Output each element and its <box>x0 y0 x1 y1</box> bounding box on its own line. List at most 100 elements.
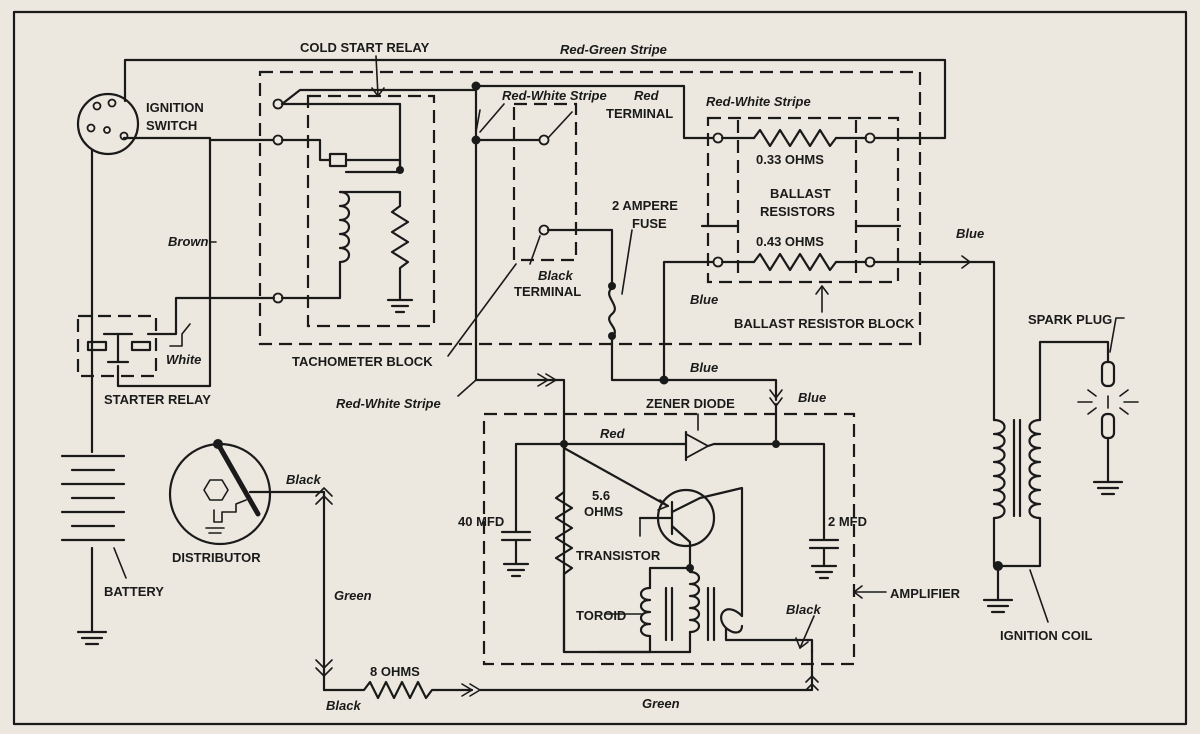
fuse-element <box>608 286 616 340</box>
cold-start-relay <box>272 88 478 314</box>
green-vertical-label: Green <box>334 588 372 603</box>
red-white-pointer-2 <box>475 109 481 133</box>
red-label: Red <box>634 88 660 103</box>
ballast-resistors <box>700 120 902 280</box>
amplifier-circuit <box>500 402 840 654</box>
eight-ohm-resistor <box>322 680 474 700</box>
ballast-block-arrow <box>815 285 829 295</box>
fuse-dot-top <box>608 282 616 290</box>
spark-plug-label: SPARK PLUG <box>1028 312 1112 327</box>
white-label: White <box>166 352 201 367</box>
red-terminal-label: TERMINAL <box>606 106 673 121</box>
fuse-label-pointer <box>621 229 633 295</box>
ignition-coil <box>982 340 1110 623</box>
ohms-043-label: 0.43 OHMS <box>756 234 824 249</box>
cold-start-relay-pointer <box>375 55 379 97</box>
black-amp-label: Black <box>786 602 821 617</box>
connector-chevron-12 <box>805 683 819 691</box>
amplifier-arrow <box>853 585 863 599</box>
fuse-label-1: 2 AMPERE <box>612 198 678 213</box>
battery-label: BATTERY <box>104 584 164 599</box>
transistor-label: TRANSISTOR <box>576 548 661 563</box>
fuse-label-2: FUSE <box>632 216 667 231</box>
tachometer-block-outline <box>258 70 922 346</box>
brown-wire <box>116 136 212 388</box>
mfd-2-label: 2 MFD <box>828 514 867 529</box>
starter-relay-label: STARTER RELAY <box>104 392 211 407</box>
distributor-label: DISTRIBUTOR <box>172 550 261 565</box>
connector-chevron-11 <box>805 675 819 683</box>
connector-chevron-8 <box>315 667 333 677</box>
distributor <box>168 439 326 546</box>
red-green-stripe-label: Red-Green Stripe <box>560 42 667 57</box>
cold-start-relay-outline <box>306 94 436 328</box>
ohms-56-label-2: OHMS <box>584 504 623 519</box>
zener-diode-label: ZENER DIODE <box>646 396 735 411</box>
diagram-frame <box>12 10 1188 726</box>
blue-coil-wire <box>872 260 996 422</box>
ignition-switch-label-1: IGNITION <box>146 100 204 115</box>
connector-chevron-5 <box>315 487 333 497</box>
red-white-stripe-3-pointer <box>457 379 477 397</box>
red-white-stripe-label-1: Red-White Stripe <box>502 88 607 103</box>
red-white-pointer-1 <box>479 103 505 133</box>
green-bottom-label: Green <box>642 696 680 711</box>
ohms-56-label-1: 5.6 <box>592 488 610 503</box>
black-terminal-label-1: Black <box>538 268 573 283</box>
black-terminal-pointer <box>529 235 541 265</box>
connector-chevron-6 <box>315 495 333 505</box>
amplifier-label: AMPLIFIER <box>890 586 961 601</box>
fuse-wire-top <box>546 228 614 286</box>
battery <box>60 454 127 646</box>
ignition-coil-label: IGNITION COIL <box>1000 628 1093 643</box>
red-white-stripe-label-2: Red-White Stripe <box>706 94 811 109</box>
blue-junction <box>659 375 669 385</box>
tachometer-block-label: TACHOMETER BLOCK <box>292 354 433 369</box>
ballast-label-2: RESISTORS <box>760 204 835 219</box>
starter-relay-outline <box>76 314 158 378</box>
fuse-to-amp-wire <box>610 336 778 402</box>
terminal-block-outline <box>512 102 578 262</box>
connector-chevron-2 <box>545 373 557 387</box>
mfd-40-label: 40 MFD <box>458 514 504 529</box>
blue-amp-label: Blue <box>798 390 826 405</box>
white-label-pointer <box>169 323 191 347</box>
connector-chevron-7 <box>315 659 333 669</box>
blue-fuse-label: Blue <box>690 292 718 307</box>
blue-coil-arrow <box>961 255 971 269</box>
blue-ballast-wire <box>662 260 720 382</box>
blue-top-right-label: Blue <box>956 226 984 241</box>
brown-label: Brown <box>168 234 209 249</box>
red-green-stripe-wire <box>123 58 947 140</box>
ignition-switch-label-2: SWITCH <box>146 118 197 133</box>
red-white-stripe-lower-wire <box>474 378 602 654</box>
fuse-dot-bottom <box>608 332 616 340</box>
connector-chevron-3 <box>769 389 783 399</box>
red-terminal <box>538 134 550 146</box>
starter-relay <box>86 332 152 364</box>
blue-mid-label: Blue <box>690 360 718 375</box>
red-white-stripe-label-3: Red-White Stripe <box>336 396 441 411</box>
tachometer-pointer <box>447 263 517 357</box>
green-bottom-wire <box>478 648 814 692</box>
black-bottom-label: Black <box>326 698 361 713</box>
ohms-033-label: 0.33 OHMS <box>756 152 824 167</box>
toroid-label: TOROID <box>576 608 626 623</box>
amplifier-outline <box>482 412 856 666</box>
ignition-switch <box>76 92 140 156</box>
white-wire <box>146 296 276 336</box>
ballast-label-1: BALLAST <box>770 186 831 201</box>
spark-plug <box>1077 317 1139 496</box>
red-amp-label: Red <box>600 426 626 441</box>
connector-chevron-1 <box>537 373 549 387</box>
ballast-resistor-block-label: BALLAST RESISTOR BLOCK <box>734 316 915 331</box>
black-terminal-label-2: TERMINAL <box>514 284 581 299</box>
connector-chevron-9 <box>461 683 473 697</box>
ohms-8-label: 8 OHMS <box>370 664 420 679</box>
cold-start-arrow <box>371 87 385 97</box>
black-dist-label: Black <box>286 472 321 487</box>
red-terminal-pointer <box>547 111 573 139</box>
red-white-stripe-top-wire <box>474 84 720 140</box>
